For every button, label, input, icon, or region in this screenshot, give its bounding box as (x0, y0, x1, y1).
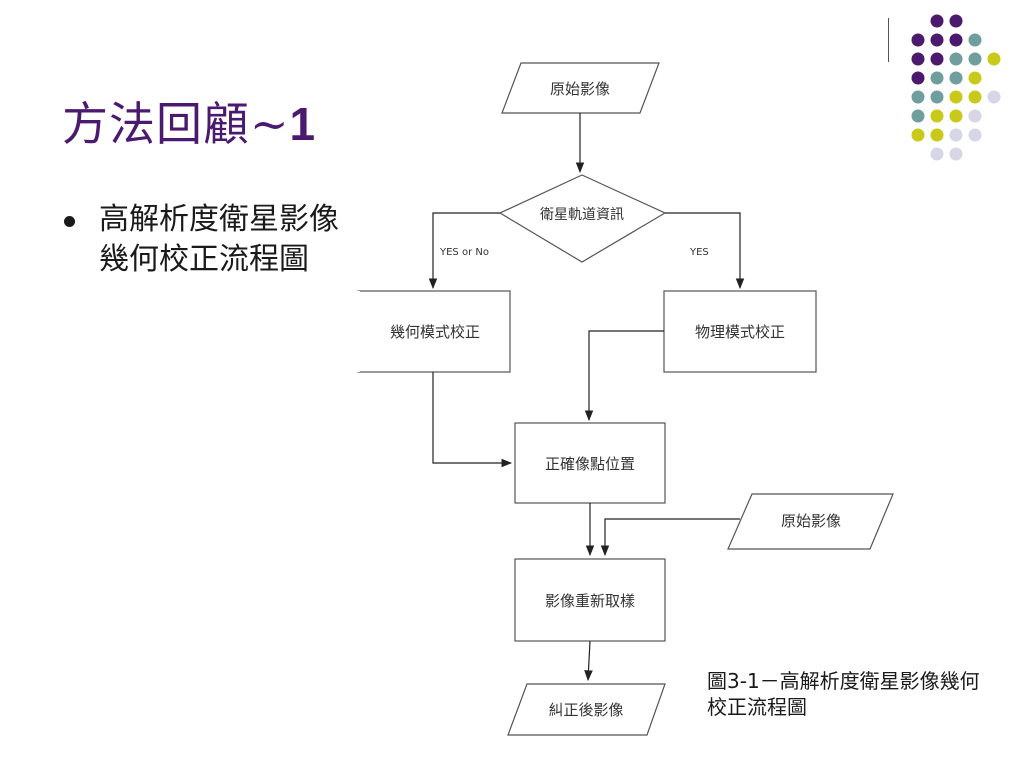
decorative-dot (930, 71, 944, 85)
branch-right-label: YES (689, 247, 709, 258)
output-image-label: 糾正後影像 (548, 701, 623, 719)
geometric-correction-node: 幾何模式校正 (355, 290, 511, 373)
input-image-node-2: 原始影像 (727, 493, 894, 550)
decorative-dot (949, 33, 963, 47)
decorative-dot (968, 109, 982, 123)
decision-node: 衛星軌道資訊 (498, 174, 667, 263)
decorative-dot (911, 128, 925, 142)
figure-caption: 圖3-1－高解析度衛星影像幾何校正流程圖 (707, 669, 980, 719)
ortho-position-node: 正確像點位置 (514, 422, 666, 504)
resample-node: 影像重新取樣 (514, 558, 666, 642)
arrow-decision-to-geometric (428, 212, 500, 290)
decorative-dot (949, 71, 963, 85)
physical-correction-label: 物理模式校正 (695, 323, 785, 341)
arrow-decision-to-physical (665, 212, 745, 290)
title-text: 方法回顧~ (62, 97, 290, 151)
decorative-dot (930, 147, 944, 161)
decorative-dot (930, 128, 944, 142)
decorative-dot (949, 52, 963, 66)
branch-left-label: YES or No (439, 247, 489, 258)
decorative-dot (930, 52, 944, 66)
ortho-position-label: 正確像點位置 (545, 455, 635, 473)
input-image-2-label: 原始影像 (781, 512, 841, 530)
arrow-physical-to-position (584, 330, 664, 422)
corner-divider (888, 18, 889, 62)
physical-correction-node: 物理模式校正 (663, 290, 817, 373)
input-image-node: 原始影像 (501, 62, 660, 114)
decision-label: 衛星軌道資訊 (540, 207, 624, 223)
decorative-dot (930, 14, 944, 28)
decorative-dot (930, 109, 944, 123)
decorative-dot (930, 33, 944, 47)
input-image-label: 原始影像 (550, 80, 610, 98)
decorative-dot (930, 90, 944, 104)
decorative-dot (968, 71, 982, 85)
arrow-geometric-to-position (432, 372, 513, 468)
arrow-input2-to-resample (600, 518, 740, 557)
slide-title: 方法回顧~1 (62, 88, 316, 154)
decorative-dot (911, 109, 925, 123)
decorative-dot (949, 128, 963, 142)
decorative-dot (949, 14, 963, 28)
geometric-correction-label: 幾何模式校正 (390, 323, 480, 341)
decorative-dot-grid (911, 14, 1001, 161)
decorative-dot (911, 33, 925, 47)
output-image-node: 糾正後影像 (507, 683, 666, 736)
decorative-dot (968, 52, 982, 66)
decorative-dot (968, 128, 982, 142)
decorative-dot (911, 52, 925, 66)
decorative-dot (911, 90, 925, 104)
decorative-dot (911, 71, 925, 85)
decorative-dot (987, 52, 1001, 66)
arrow-resample-to-output (584, 640, 593, 682)
bullet-dot (64, 216, 75, 227)
decorative-dot (968, 90, 982, 104)
resample-label: 影像重新取樣 (545, 592, 635, 610)
decorative-dot (949, 109, 963, 123)
title-number: 1 (289, 98, 317, 150)
bullet-text: 高解析度衛星影像幾何校正流程圖 (99, 202, 339, 277)
decorative-dot (949, 90, 963, 104)
decorative-dot (987, 90, 1001, 104)
decorative-dot (968, 33, 982, 47)
decorative-dot (949, 147, 963, 161)
